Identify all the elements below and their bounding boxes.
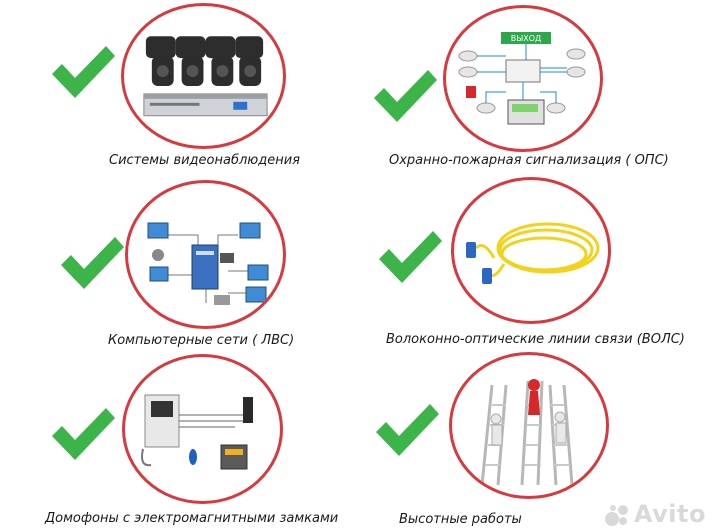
fire-alarm-diagram-icon: ВЫХОД: [443, 5, 603, 152]
caption: Волоконно-оптические линии связи (ВОЛС): [386, 332, 685, 347]
checkmark-icon: [52, 46, 115, 98]
intercom-lock-icon: [122, 354, 283, 504]
avito-logo-icon: [604, 505, 628, 526]
ladders-icon: [449, 352, 609, 499]
caption: Высотные работы: [399, 512, 522, 527]
checkmark-icon: [52, 408, 115, 460]
checkmark-icon: [379, 231, 442, 283]
computer-network-icon: [125, 180, 286, 329]
cctv-cameras-dvr-icon: [121, 3, 286, 149]
fiber-optic-cable-icon: [451, 177, 611, 324]
caption: Охранно-пожарная сигнализация ( ОПС): [389, 153, 669, 168]
checkmark-icon: [376, 404, 439, 456]
svg-text:ВЫХОД: ВЫХОД: [511, 34, 542, 43]
watermark-text: Avito: [633, 500, 706, 528]
caption: Системы видеонаблюдения: [109, 153, 300, 168]
checkmark-icon: [374, 70, 437, 122]
checkmark-icon: [61, 237, 124, 289]
avito-watermark: Avito: [604, 500, 706, 528]
caption: Компьютерные сети ( ЛВС): [108, 333, 295, 348]
caption: Домофоны с электромагнитными замками: [45, 511, 339, 526]
